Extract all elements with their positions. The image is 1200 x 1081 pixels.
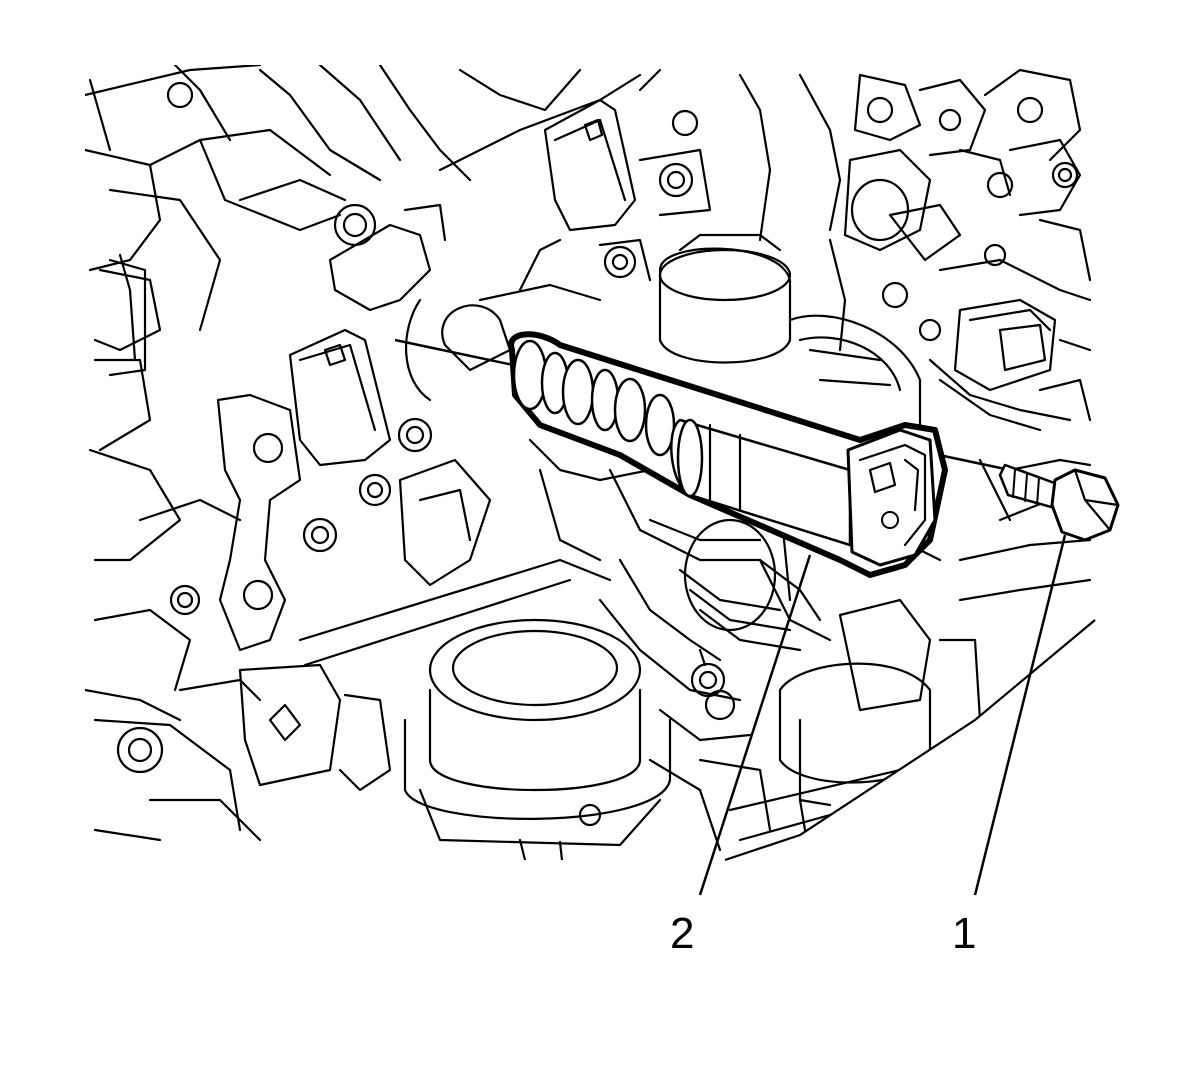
callout-leaders — [698, 534, 1067, 896]
solenoid-valve — [508, 331, 948, 578]
callout-label-1: 1 — [952, 909, 976, 958]
leader-line-1 — [973, 534, 1067, 896]
engine-background — [85, 65, 1092, 860]
mounting-bolt — [998, 463, 1120, 542]
callout-label-2: 2 — [670, 909, 694, 958]
scene-edge — [724, 619, 1096, 862]
leader-line-2 — [698, 554, 812, 896]
